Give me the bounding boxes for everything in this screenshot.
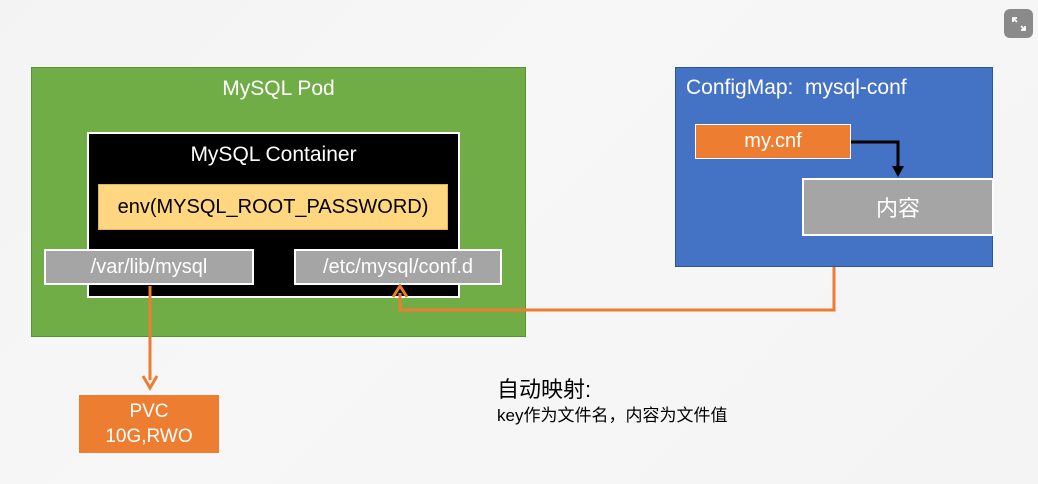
pvc-spec: 10G,RWO — [105, 426, 193, 447]
container-title: MySQL Container — [190, 143, 357, 166]
expand-icon[interactable] — [1004, 9, 1033, 38]
pod-title: MySQL Pod — [222, 77, 335, 100]
pvc-box: PVC 10G,RWO — [79, 395, 219, 453]
config-volume-path: /etc/mysql/conf.d — [294, 249, 502, 285]
pvc-name: PVC — [129, 401, 169, 422]
configmap-value: 内容 — [802, 178, 994, 236]
env-box: env(MYSQL_ROOT_PASSWORD) — [98, 184, 448, 230]
configmap-title: ConfigMap: mysql-conf — [686, 76, 907, 99]
arrow-key-to-value — [851, 140, 904, 177]
note-body: key作为文件名，内容为文件值 — [497, 406, 728, 425]
arrow-configmap-to-config-path — [391, 267, 836, 312]
arrow-data-to-pvc — [141, 286, 159, 391]
note-title: 自动映射: — [497, 377, 592, 402]
configmap-key: my.cnf — [695, 124, 851, 159]
data-volume-path: /var/lib/mysql — [44, 249, 254, 285]
